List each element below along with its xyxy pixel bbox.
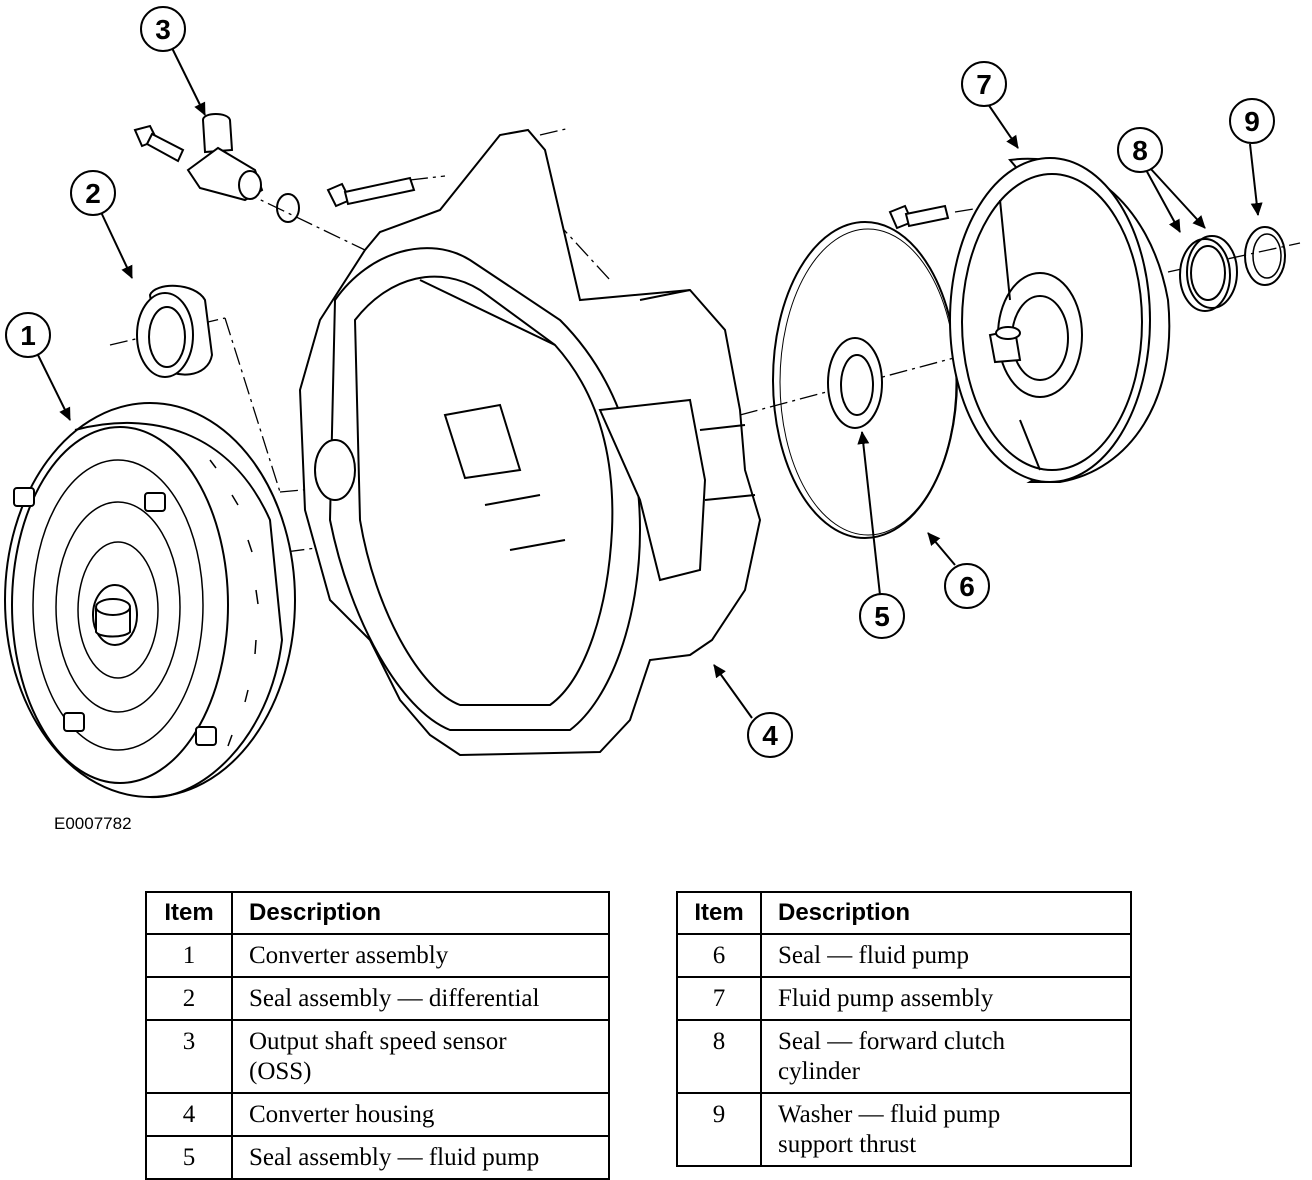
- description-line: Fluid pump assembly: [778, 985, 994, 1012]
- item-description: Seal — fluid pump: [760, 933, 1132, 978]
- table-row: 4 Converter housing: [145, 1092, 610, 1137]
- description-line: (OSS): [249, 1058, 312, 1085]
- table-row: 1 Converter assembly: [145, 933, 610, 978]
- description-line: Seal assembly — differential: [249, 985, 540, 1012]
- header-description: Description: [760, 891, 1132, 935]
- table-row: 7 Fluid pump assembly: [676, 976, 1132, 1021]
- exploded-view-diagram: 1 2 3 4 5 6 7 8: [4, 6, 1301, 799]
- table-row: 2 Seal assembly — differential: [145, 976, 610, 1021]
- item-number: 4: [145, 1092, 233, 1137]
- item-number: 3: [145, 1019, 233, 1094]
- description-line: Converter assembly: [249, 942, 449, 969]
- svg-text:2: 2: [85, 178, 101, 209]
- table-row: 9 Washer — fluid pump support thrust: [676, 1092, 1132, 1167]
- item-number: 5: [145, 1135, 233, 1180]
- item-number: 1: [145, 933, 233, 978]
- description-line: support thrust: [778, 1131, 917, 1158]
- svg-text:1: 1: [20, 320, 36, 351]
- callout-3: 3: [140, 6, 186, 52]
- output-shaft-speed-sensor-drawing: [133, 113, 300, 223]
- svg-text:3: 3: [155, 14, 171, 45]
- item-description: Converter assembly: [231, 933, 610, 978]
- svg-text:7: 7: [976, 69, 992, 100]
- description-line: Washer — fluid pump: [778, 1101, 1001, 1128]
- svg-text:6: 6: [959, 571, 975, 602]
- item-description: Fluid pump assembly: [760, 976, 1132, 1021]
- figure-id: E0007782: [54, 814, 132, 833]
- item-description: Converter housing: [231, 1092, 610, 1137]
- item-number: 2: [145, 976, 233, 1021]
- differential-seal-drawing: [136, 284, 214, 378]
- item-number: 8: [676, 1019, 762, 1094]
- item-description: Seal — forward clutch cylinder: [760, 1019, 1132, 1094]
- callout-7: 7: [961, 61, 1007, 107]
- thrust-washer-drawing: [1244, 226, 1286, 286]
- callout-5: 5: [859, 593, 905, 639]
- table-header-row: Item Description: [145, 891, 610, 935]
- header-item: Item: [676, 891, 762, 935]
- items-table-left: Item Description 1 Converter assembly 2 …: [145, 891, 610, 1180]
- callout-2: 2: [70, 170, 116, 216]
- table-row: 8 Seal — forward clutch cylinder: [676, 1019, 1132, 1094]
- converter-assembly-drawing: [4, 402, 296, 799]
- callout-1: 1: [5, 312, 51, 358]
- description-line: Seal assembly — fluid pump: [249, 1144, 540, 1171]
- svg-text:8: 8: [1132, 135, 1148, 166]
- item-number: 6: [676, 933, 762, 978]
- leader-arrows: [37, 47, 1263, 719]
- table-row: 3 Output shaft speed sensor (OSS): [145, 1019, 610, 1094]
- item-description: Seal assembly — fluid pump: [231, 1135, 610, 1180]
- svg-text:4: 4: [762, 720, 778, 751]
- item-description: Output shaft speed sensor (OSS): [231, 1019, 610, 1094]
- svg-text:5: 5: [874, 601, 890, 632]
- fluid-pump-seal-drawing: [827, 337, 883, 429]
- callout-9: 9: [1229, 98, 1275, 144]
- fluid-pump-assembly-drawing: [888, 157, 1171, 483]
- item-description: Washer — fluid pump support thrust: [760, 1092, 1132, 1167]
- header-item: Item: [145, 891, 233, 935]
- callout-6: 6: [944, 563, 990, 609]
- item-description: Seal assembly — differential: [231, 976, 610, 1021]
- description-line: Output shaft speed sensor: [249, 1028, 507, 1055]
- callouts: 1 2 3 4 5 6 7 8: [5, 6, 1275, 758]
- table-row: 6 Seal — fluid pump: [676, 933, 1132, 978]
- description-line: Seal — forward clutch: [778, 1028, 1006, 1055]
- callout-4: 4: [747, 712, 793, 758]
- svg-text:9: 9: [1244, 106, 1260, 137]
- description-line: Converter housing: [249, 1101, 435, 1128]
- forward-clutch-seal-drawing: [1179, 235, 1238, 312]
- item-number: 9: [676, 1092, 762, 1167]
- converter-housing-drawing: [298, 128, 762, 757]
- description-line: Seal — fluid pump: [778, 942, 969, 969]
- table-header-row: Item Description: [676, 891, 1132, 935]
- callout-8: 8: [1117, 127, 1163, 173]
- item-number: 7: [676, 976, 762, 1021]
- description-line: cylinder: [778, 1058, 860, 1085]
- items-table-right: Item Description 6 Seal — fluid pump 7 F…: [676, 891, 1132, 1167]
- table-row: 5 Seal assembly — fluid pump: [145, 1135, 610, 1180]
- header-description: Description: [231, 891, 610, 935]
